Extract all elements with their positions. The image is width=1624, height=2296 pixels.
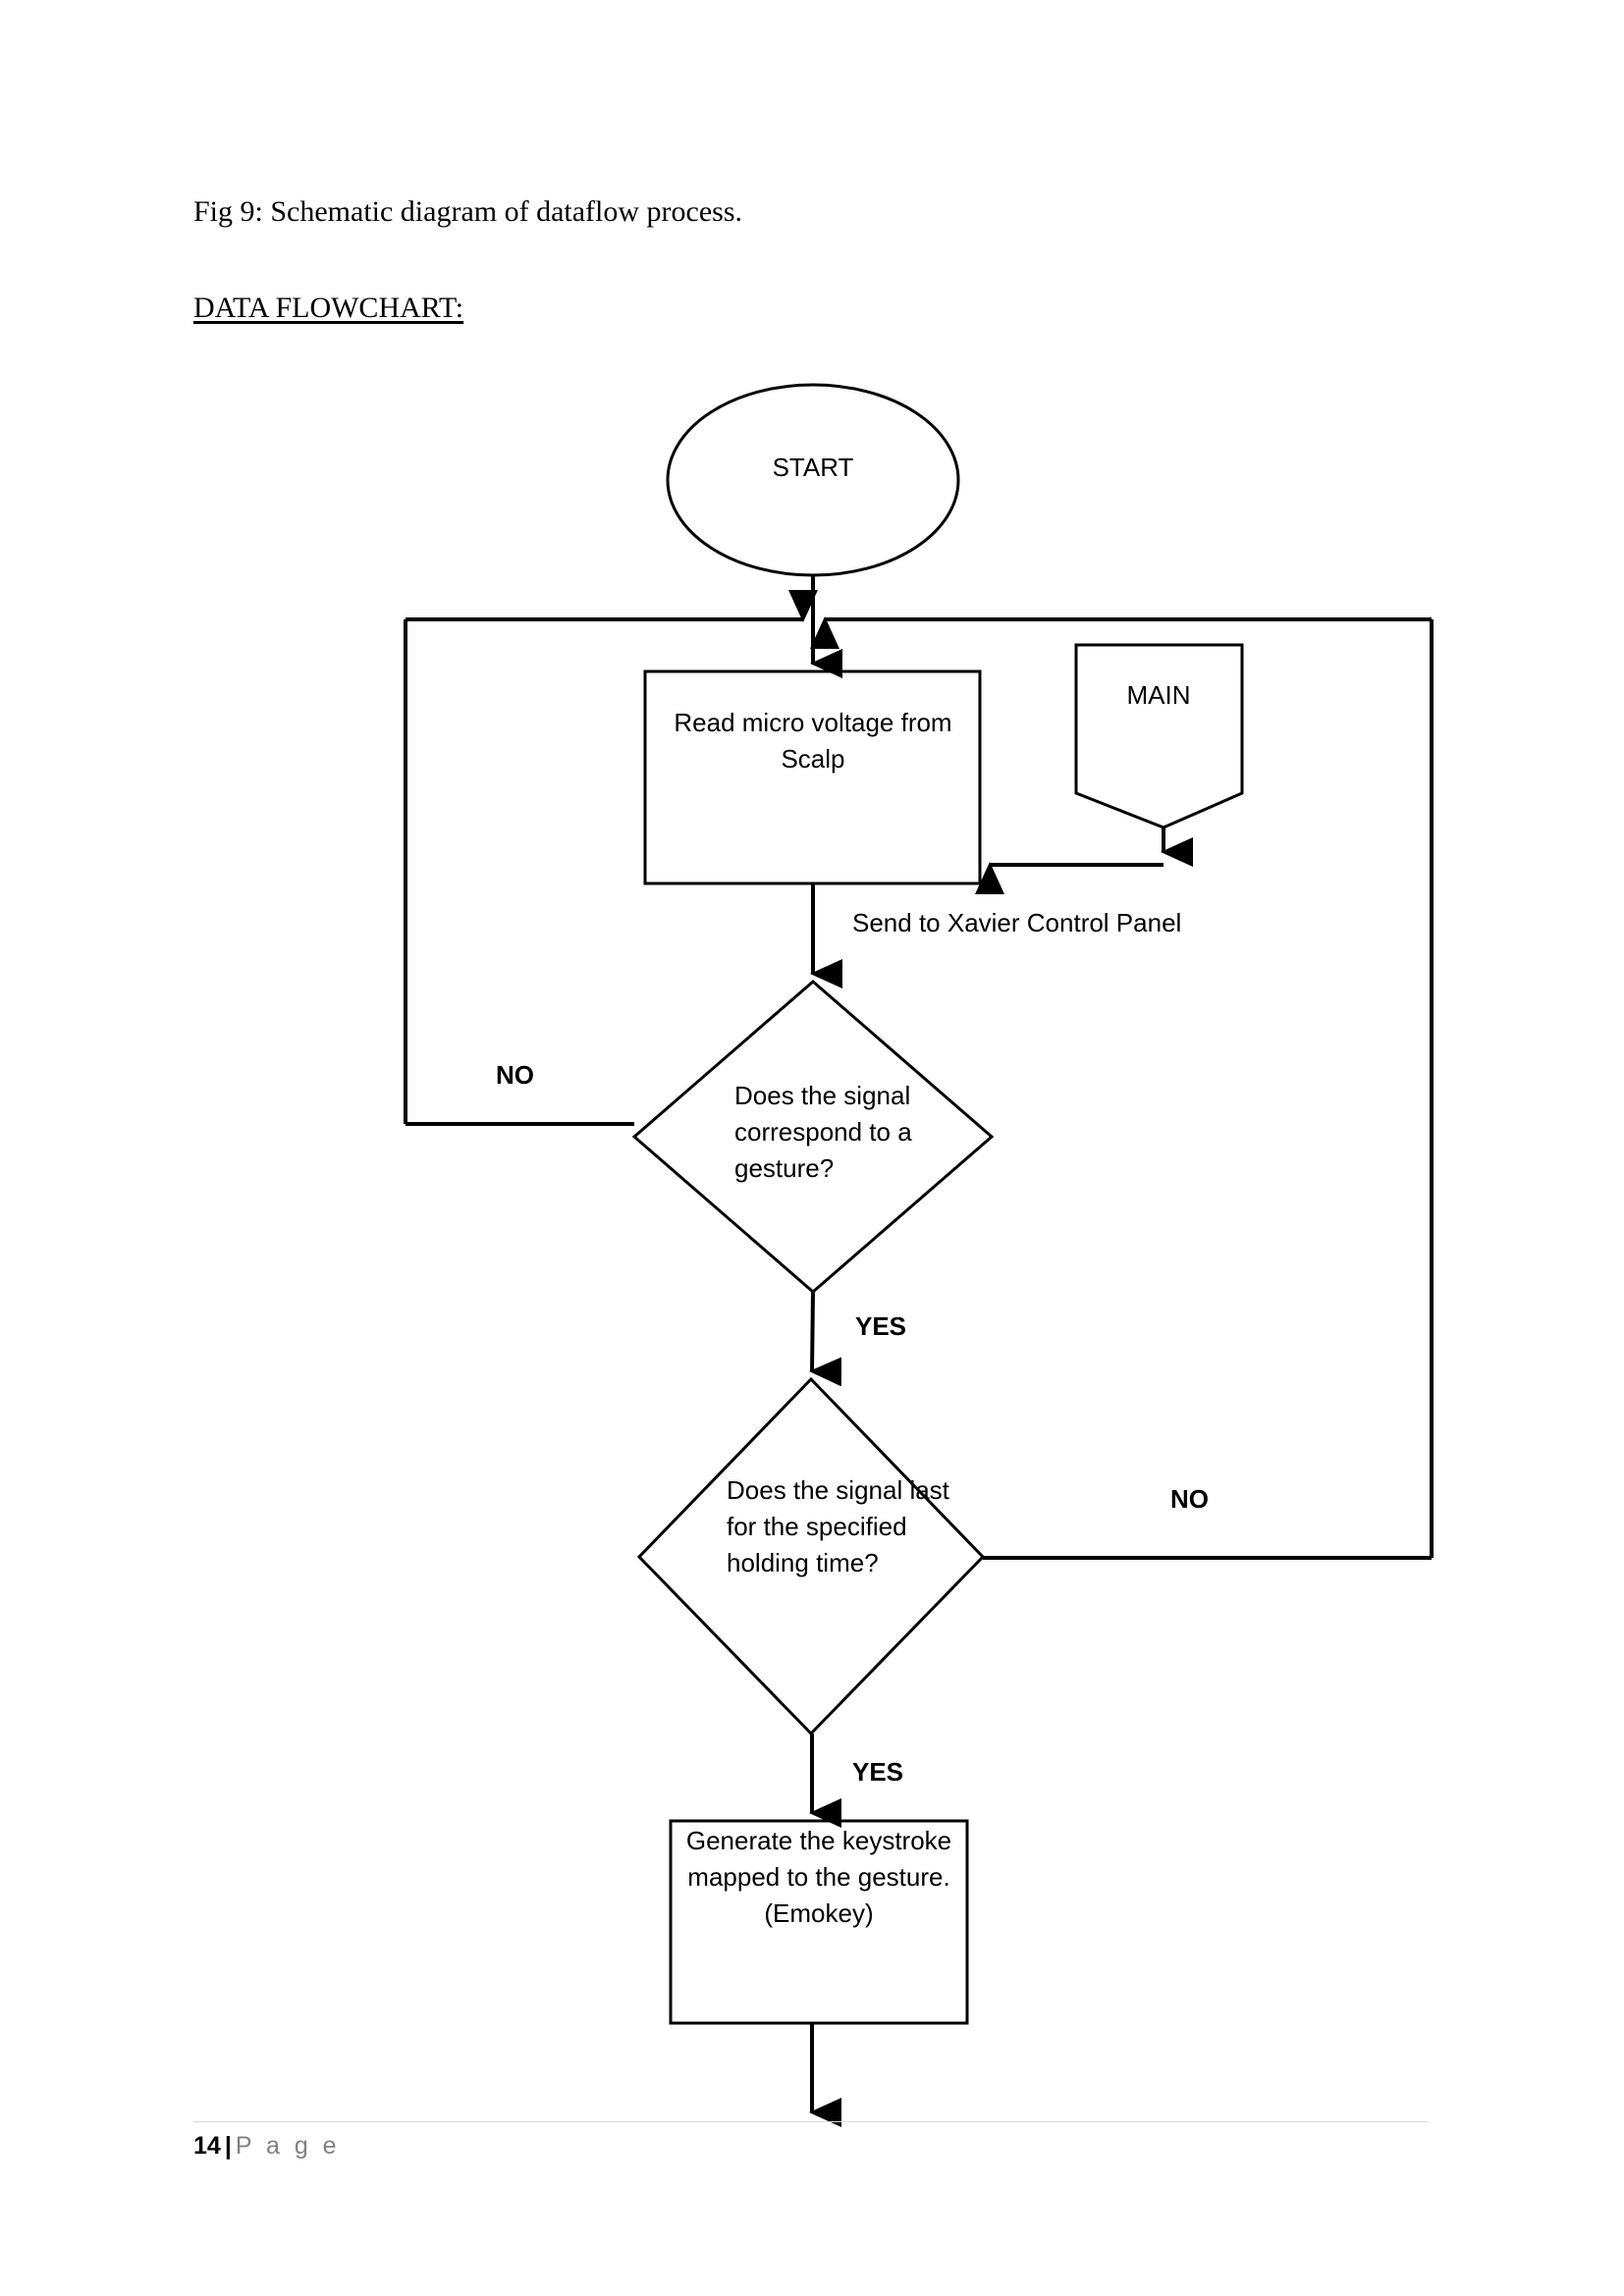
footer-page-number: 14 [193,2132,221,2160]
edge-label-holding-yes: YES [852,1757,904,1787]
main-node-shape [1074,643,1244,829]
page-footer: 14|P a g e [193,2132,341,2161]
generate-keystroke-node-label: Generate the keystroke mapped to the ges… [685,1826,952,1928]
footer-page-word: P a g e [235,2132,341,2160]
decision-holding-label: Does the signal last for the specified h… [727,1475,949,1577]
edge-label-gesture-yes: YES [855,1311,907,1341]
read-scalp-node-shape [643,669,982,885]
read-scalp-node-label: Read micro voltage from Scalp [674,708,952,774]
figure-caption: Fig 9: Schematic diagram of dataflow pro… [193,195,743,228]
footer-separator: | [224,2132,232,2160]
page-title: DATA FLOWCHART: [193,292,464,324]
decision-gesture-label: Does the signal correspond to a gesture? [734,1081,912,1183]
edge-label-holding-no: NO [1170,1484,1209,1514]
connector-gesture-yes [809,1291,842,1387]
footer-divider [193,2121,1429,2122]
edge-label-gesture-no: NO [496,1060,534,1090]
start-node-label: START [772,453,854,482]
edge-label-send-panel: Send to Xavier Control Panel [852,908,1182,937]
main-node-label: MAIN [1126,680,1191,710]
